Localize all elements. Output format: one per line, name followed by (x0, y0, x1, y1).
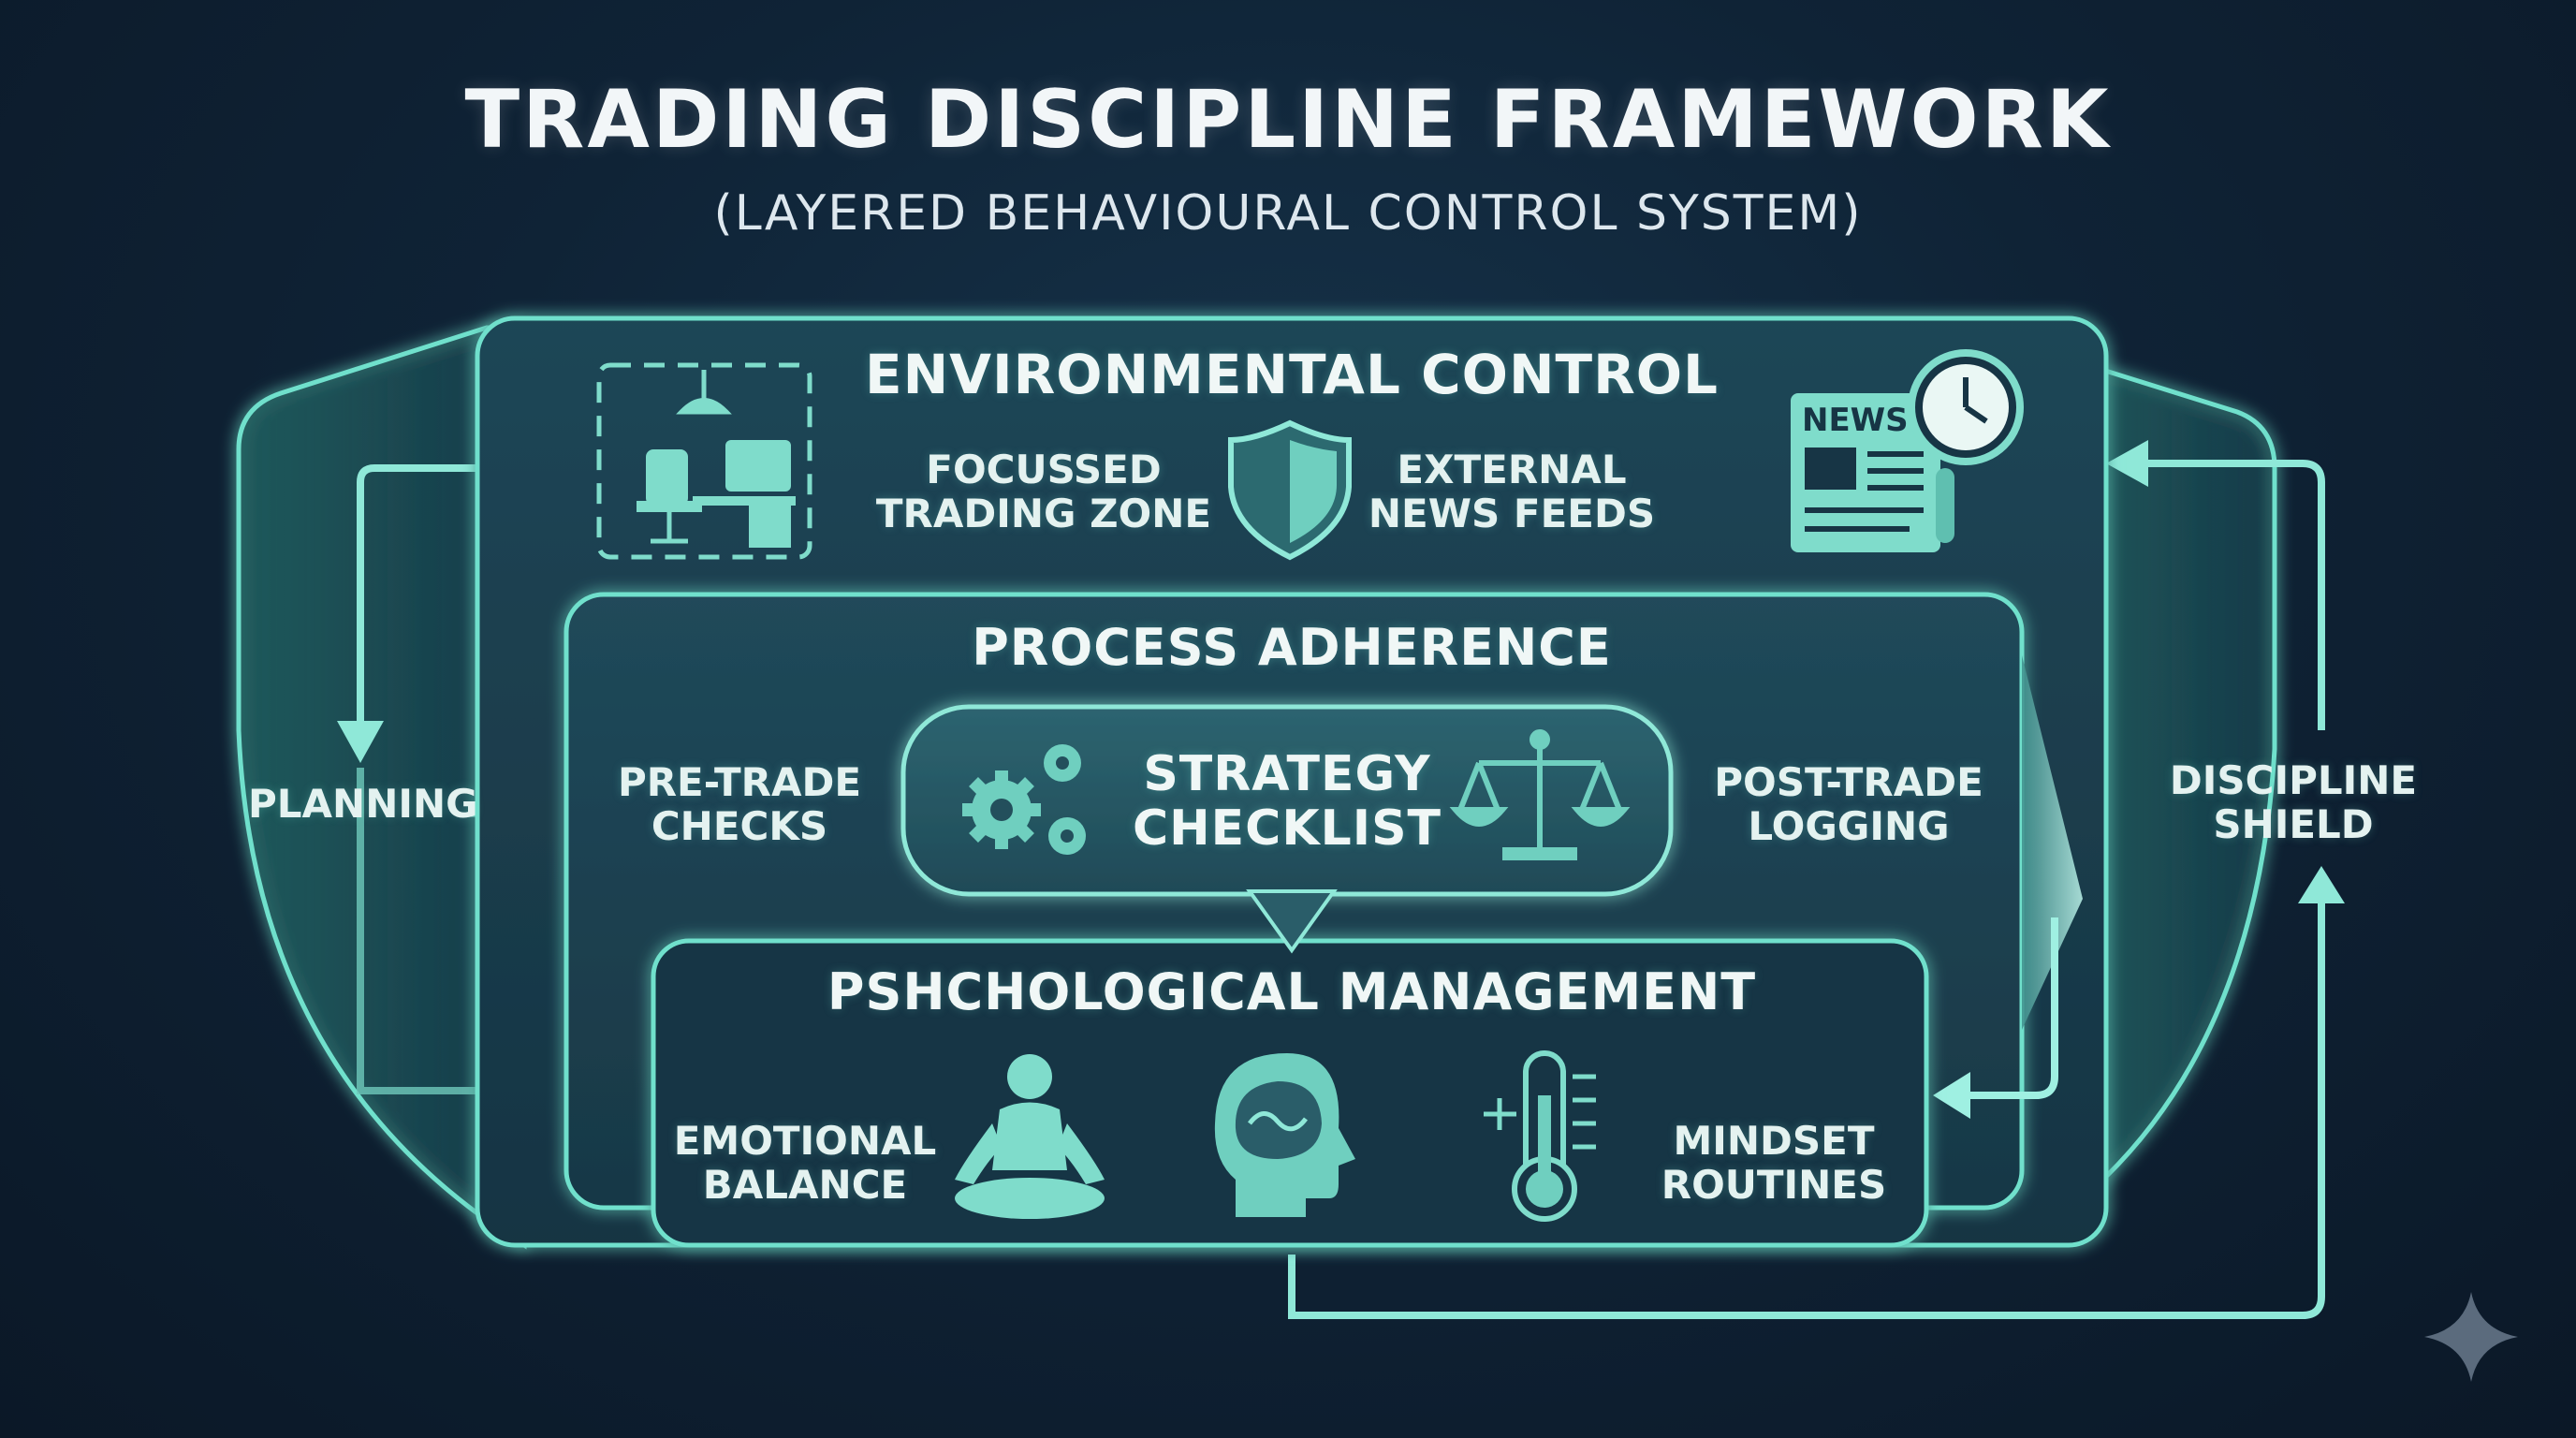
desk-workspace-icon (596, 362, 812, 560)
external-news-feeds-label: EXTERNAL NEWS FEEDS (1368, 447, 1656, 537)
news-icon-text: NEWS (1802, 402, 1909, 439)
shield-loop-line (1288, 899, 2325, 1319)
thermometer-icon (1484, 1050, 1596, 1222)
page-subtitle: (LAYERED BEHAVIOURAL CONTROL SYSTEM) (713, 185, 1863, 242)
emotional-balance-label: EMOTIONAL BALANCE (673, 1118, 937, 1209)
post-trade-logging-label: POST-TRADE LOGGING (1714, 759, 1983, 850)
strategy-pill-pointer (1246, 889, 1338, 954)
balance-scale-icon (1449, 729, 1631, 860)
shield-right-wing (2056, 362, 2277, 1223)
meditation-icon (955, 1054, 1105, 1219)
planning-label: PLANNING (248, 781, 478, 827)
discipline-shield-label: DISCIPLINE SHIELD (2169, 757, 2418, 848)
gears-icon (962, 744, 1086, 855)
focussed-trading-zone-label: FOCUSSED TRADING ZONE (875, 447, 1212, 537)
shield-up-arrowhead (2298, 866, 2345, 903)
shield-left-wing (236, 325, 527, 1250)
process-heading: PROCESS ADHERENCE (972, 618, 1612, 677)
pre-trade-checks-label: PRE-TRADE CHECKS (617, 759, 862, 850)
sparkle-icon (2424, 1292, 2518, 1382)
planning-bottom-line (357, 768, 524, 1094)
strategy-checklist-label: STRATEGY CHECKLIST (1132, 746, 1442, 858)
psychological-heading: PSHCHOLOGICAL MANAGEMENT (827, 962, 1757, 1021)
planning-loop-line (357, 464, 524, 721)
shield-icon (1228, 419, 1352, 561)
planning-down-arrowhead (337, 721, 384, 763)
brain-head-icon (1214, 1053, 1355, 1217)
process-flow-arrow (2022, 655, 2083, 1030)
page-title: TRADING DISCIPLINE FRAMEWORK (464, 73, 2112, 167)
newspaper-clock-icon: NEWS (1791, 349, 2024, 552)
environmental-heading: ENVIRONMENTAL CONTROL (864, 343, 1719, 406)
mindset-routines-label: MINDSET ROUTINES (1661, 1118, 1887, 1209)
